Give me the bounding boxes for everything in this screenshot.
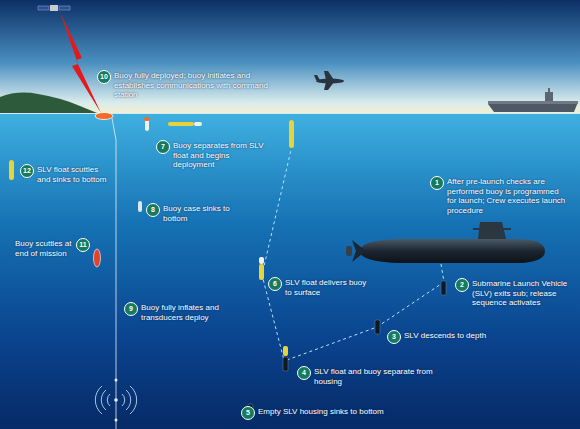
callout-number: 4: [297, 366, 311, 380]
step-description: Buoy case sinks to bottom: [163, 203, 233, 223]
buoy: [259, 257, 264, 264]
sea-surface: [0, 113, 580, 114]
float-path: [262, 150, 291, 364]
satellite: [38, 5, 70, 11]
callout-number: 1: [430, 176, 444, 190]
callout-number: 3: [387, 330, 401, 344]
step-callout: 10Buoy fully deployed; buoy initiates an…: [97, 70, 287, 100]
slv-housing: [283, 357, 288, 371]
step-callout: 8Buoy case sinks to bottom: [146, 203, 236, 223]
step-description: SLV float scuttles and sinks to bottom: [37, 164, 112, 184]
step-callout: 9Buoy fully inflates and transducers dep…: [124, 302, 236, 322]
callout-number: 11: [76, 238, 90, 252]
scuttling-buoy: [94, 249, 101, 267]
buoy-deploying: [144, 117, 150, 131]
callout-number: 9: [124, 302, 138, 316]
buoy-case: [194, 122, 202, 126]
callout-number: 2: [455, 278, 469, 292]
callout-number: 6: [268, 277, 282, 291]
aircraft: [314, 71, 344, 90]
step-callout: 7Buoy separates from SLV float and begin…: [156, 140, 276, 170]
step-callout: 3SLV descends to depth: [387, 330, 517, 344]
step-callout: 2Submarine Launch Vehicle (SLV) exits su…: [455, 278, 573, 308]
step-callout: 4SLV float and buoy separate from housin…: [297, 366, 437, 386]
transducers: [114, 379, 118, 422]
slv-float: [283, 346, 288, 356]
step-description: Buoy scuttles at end of mission: [15, 238, 73, 258]
step-description: SLV float delivers buoy to surface: [285, 277, 373, 297]
sea: [0, 113, 580, 429]
submarine: [346, 222, 545, 263]
step-description: Empty SLV housing sinks to bottom: [258, 406, 384, 417]
coastline: [0, 93, 100, 114]
sinking-buoy-case: [138, 201, 142, 212]
slv: [375, 320, 380, 334]
callout-number: 7: [156, 140, 170, 154]
callout-number: 12: [20, 164, 34, 178]
scuttling-float: [9, 160, 14, 180]
step-description: Buoy fully inflates and transducers depl…: [141, 302, 233, 322]
slv-float-surface: [289, 120, 294, 148]
tether: [112, 118, 116, 140]
callout-number: 10: [97, 70, 111, 84]
tether: [116, 140, 117, 429]
comm-signal: [60, 12, 101, 113]
aircraft-carrier: [488, 88, 578, 112]
sky: [0, 0, 580, 114]
step-callout: 6SLV float delivers buoy to surface: [268, 277, 376, 297]
callout-number: 5: [241, 406, 255, 420]
step-description: Buoy separates from SLV float and begins…: [173, 140, 273, 170]
step-description: Submarine Launch Vehicle (SLV) exits sub…: [472, 278, 570, 308]
deployed-buoy: [95, 113, 113, 120]
step-description: SLV descends to depth: [404, 330, 486, 341]
step-callout: 1After pre-launch checks are performed b…: [430, 176, 570, 215]
step-callout: 5Empty SLV housing sinks to bottom: [241, 406, 431, 420]
slv-float: [168, 122, 194, 126]
step-description: After pre-launch checks are performed bu…: [447, 176, 567, 215]
slv-float: [259, 264, 264, 280]
sound-waves: [95, 386, 136, 414]
slv: [441, 281, 446, 295]
step-description: Buoy fully deployed; buoy initiates and …: [114, 70, 284, 100]
step-description: SLV float and buoy separate from housing: [314, 366, 434, 386]
step-callout: 11Buoy scuttles at end of mission: [12, 238, 90, 258]
callout-number: 8: [146, 203, 160, 217]
step-callout: 12SLV float scuttles and sinks to bottom: [20, 164, 115, 184]
